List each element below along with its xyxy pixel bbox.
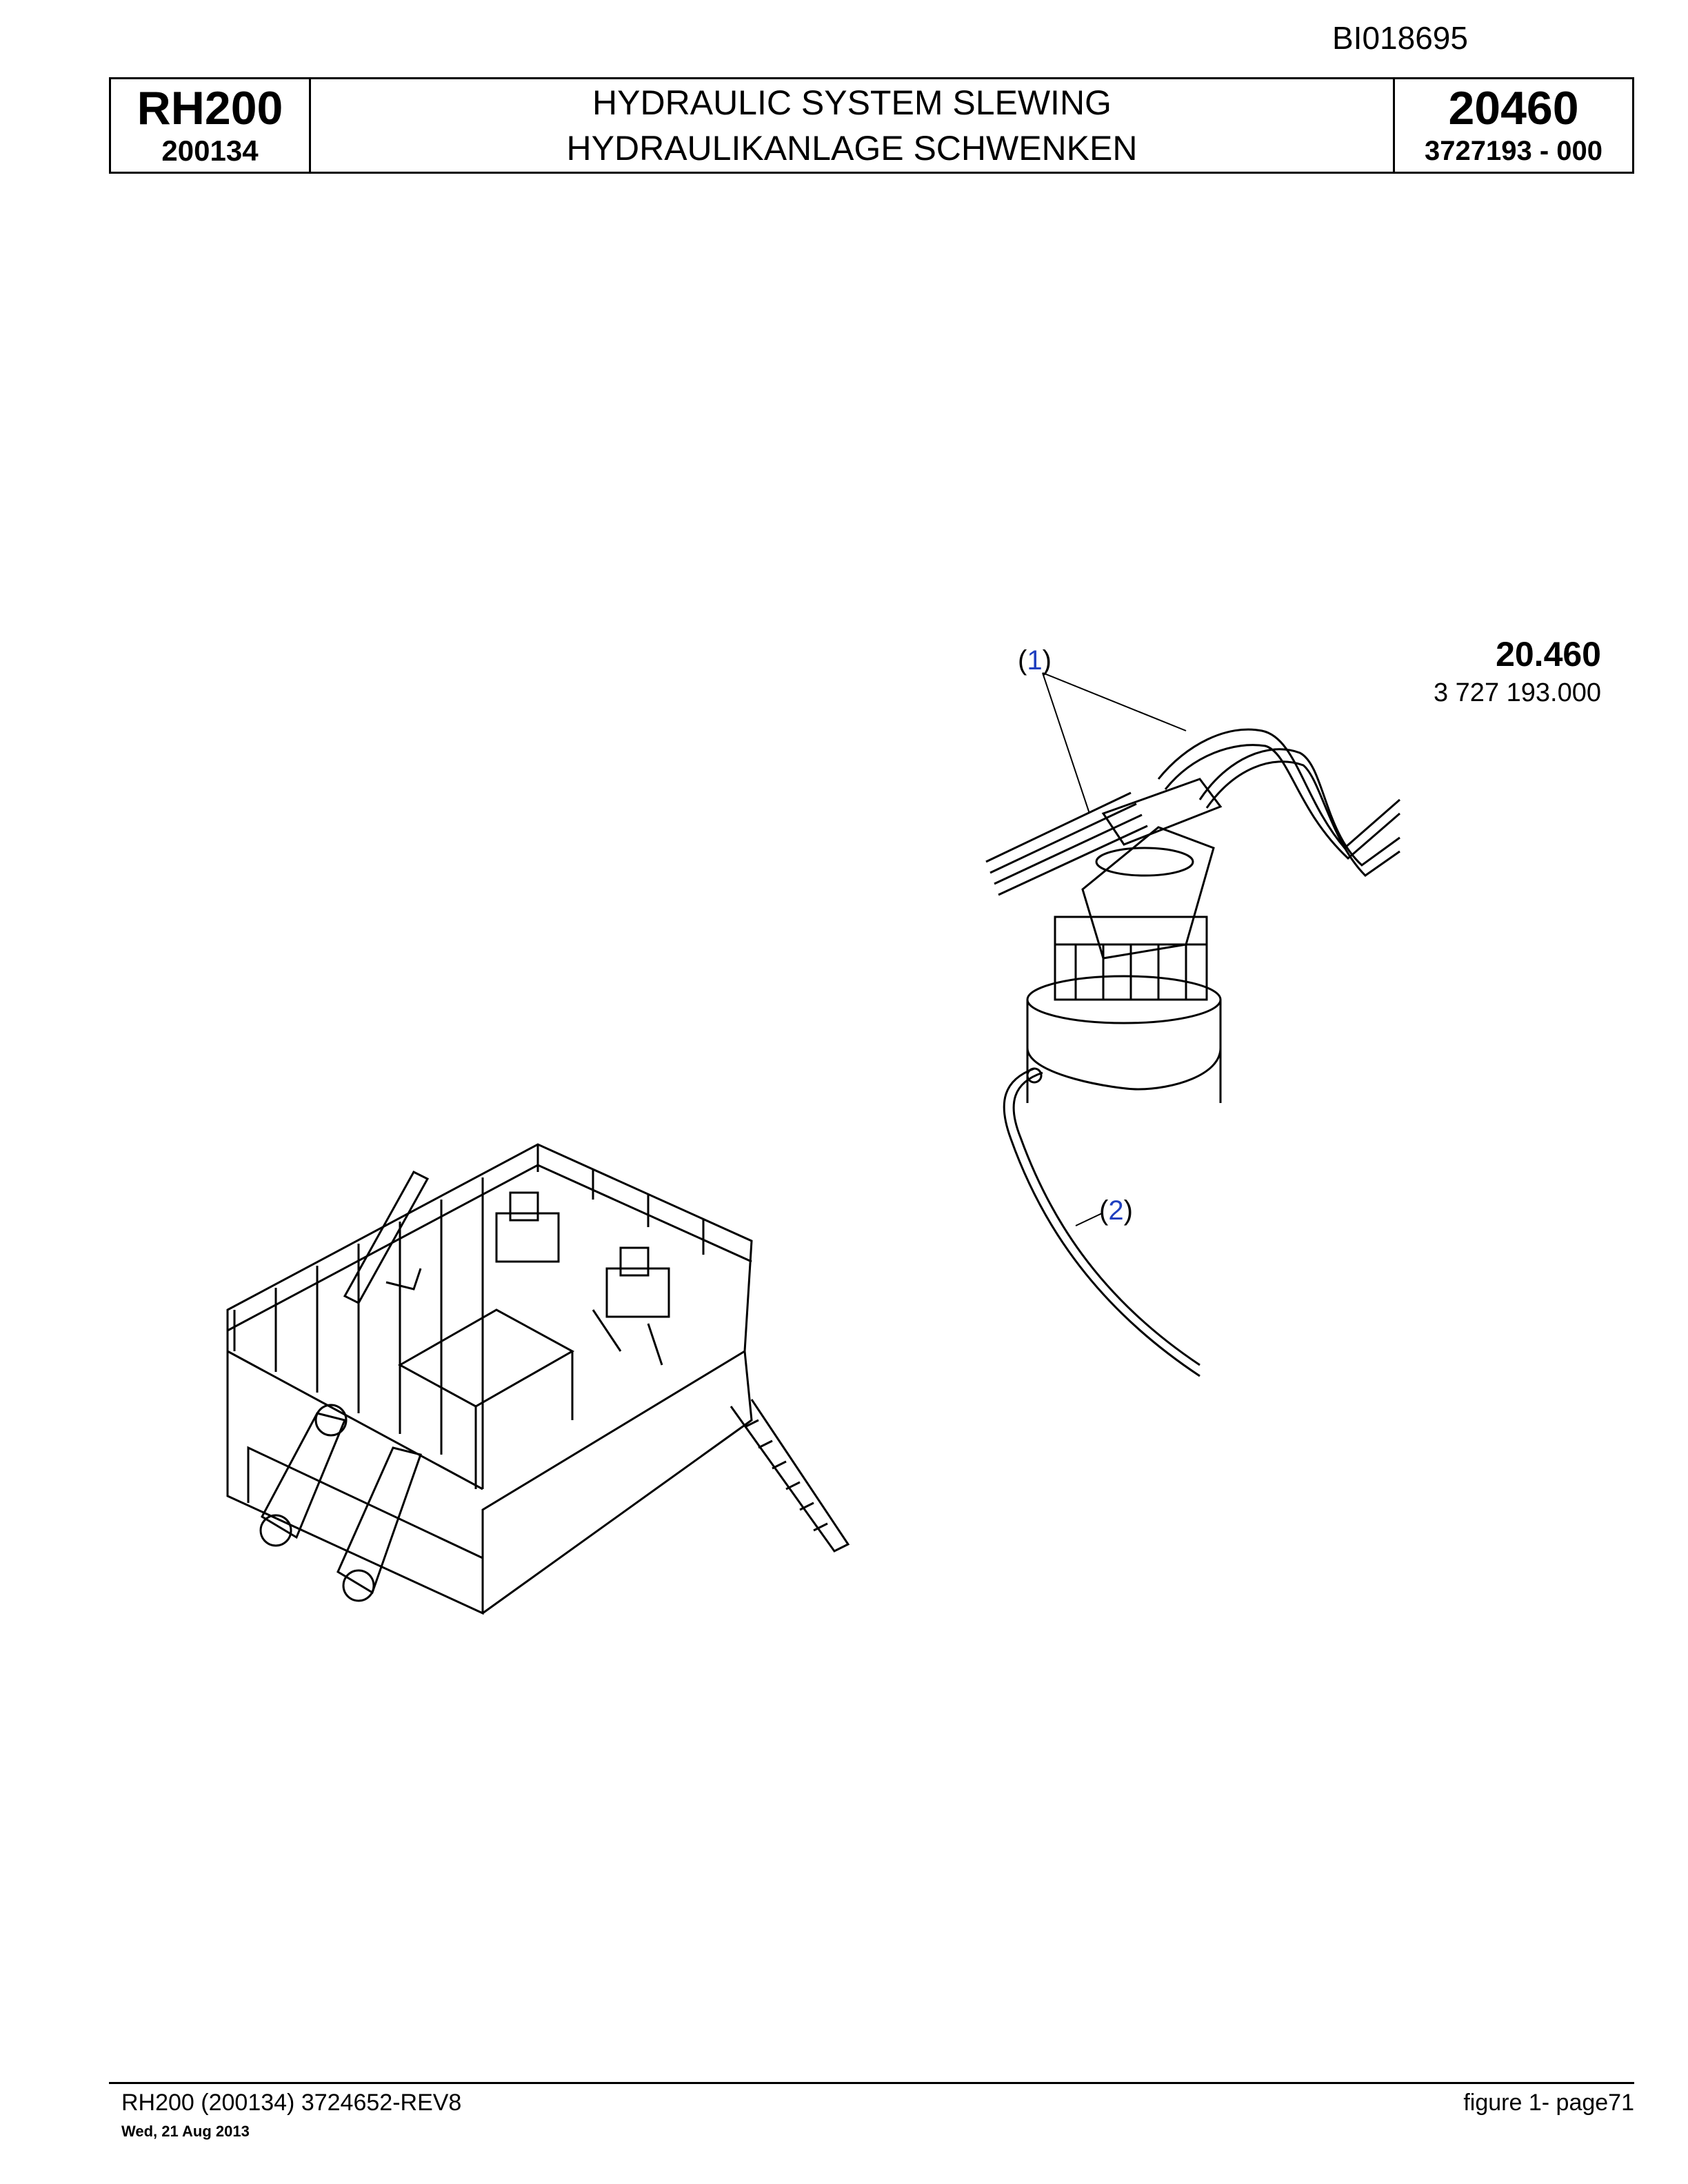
footer-date: Wed, 21 Aug 2013	[121, 2123, 250, 2140]
callout-number: 1	[1027, 645, 1043, 676]
serial-number: 200134	[161, 134, 259, 167]
header-title-cell: HYDRAULIC SYSTEM SLEWING HYDRAULIKANLAGE…	[311, 79, 1395, 172]
header-model-cell: RH200 200134	[111, 79, 311, 172]
callout-bracket: (	[1099, 1195, 1109, 1226]
group-number: 20460	[1448, 82, 1579, 134]
callout-number: 2	[1108, 1195, 1124, 1226]
slew-drive-illustration	[985, 672, 1400, 1377]
document-id: BI018695	[1332, 20, 1468, 56]
callout-bracket: (	[1018, 645, 1027, 676]
figure-part-number: 3 727 193.000	[1433, 678, 1601, 707]
header-group-cell: 20460 3727193 - 000	[1395, 79, 1632, 172]
footer-document-ref: RH200 (200134) 3724652-REV8	[121, 2090, 462, 2116]
callout-bracket: )	[1042, 645, 1052, 676]
title-english: HYDRAULIC SYSTEM SLEWING	[592, 83, 1112, 122]
header-table: RH200 200134 HYDRAULIC SYSTEM SLEWING HY…	[109, 77, 1634, 174]
part-number: 3727193 - 000	[1424, 136, 1602, 166]
callout-bracket: )	[1123, 1195, 1133, 1226]
figure-group-number: 20.460	[1496, 635, 1601, 674]
title-german: HYDRAULIKANLAGE SCHWENKEN	[566, 129, 1138, 168]
callout-1: (1)	[1018, 645, 1052, 676]
callout-2: (2)	[1099, 1195, 1133, 1226]
excavator-overview-illustration	[226, 1143, 850, 1615]
footer-page-ref: figure 1- page71	[1463, 2090, 1634, 2116]
model-name: RH200	[137, 82, 283, 134]
page-footer: RH200 (200134) 3724652-REV8 Wed, 21 Aug …	[109, 2082, 1634, 2140]
